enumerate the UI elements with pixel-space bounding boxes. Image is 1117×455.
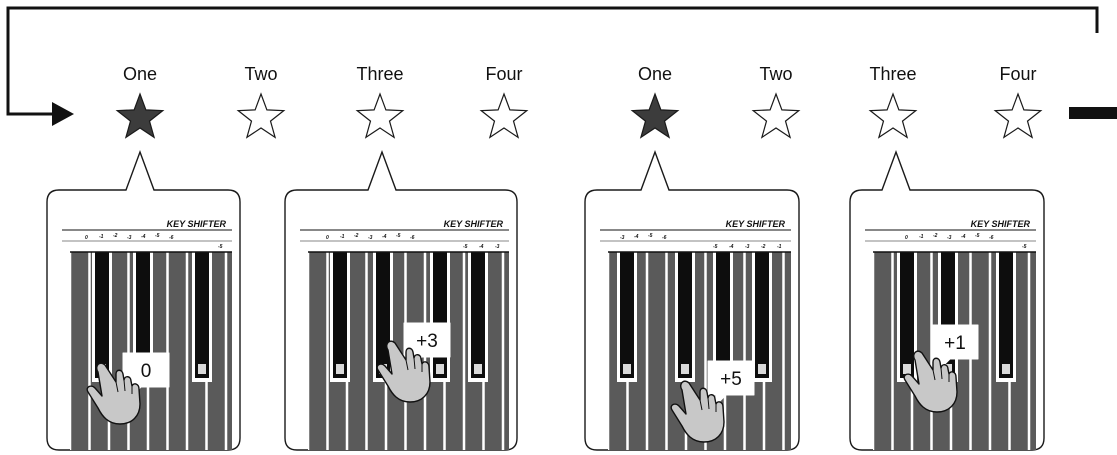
scale-tick-label: -4 <box>141 234 146 240</box>
keyboard <box>70 250 232 450</box>
black-key-highlight <box>436 364 444 374</box>
star-outline-icon <box>753 94 799 137</box>
transpose-value: +1 <box>944 333 966 354</box>
star-filled-icon <box>632 94 678 137</box>
black-key <box>333 252 347 378</box>
black-key-highlight <box>336 364 344 374</box>
beat-label: Four <box>999 64 1036 84</box>
transpose-value: +3 <box>416 331 438 352</box>
star-outline-icon <box>238 94 284 137</box>
black-key <box>900 252 914 378</box>
beat-label: Three <box>356 64 403 84</box>
beat-label: Two <box>244 64 277 84</box>
scale-tick-label: -2 <box>354 233 359 239</box>
keyboard-panel: KEY SHIFTER -3 -4 -5 -6 -5 -4 -3 -2 -1 +5 <box>585 152 799 450</box>
scale-tick-label: -5 <box>155 233 160 239</box>
star-outline-icon <box>357 94 403 137</box>
scale-tick-label: -3 <box>368 235 373 241</box>
star-filled-icon <box>117 94 163 137</box>
beat-label: One <box>638 64 672 84</box>
transpose-value: +5 <box>720 369 742 390</box>
transpose-value: 0 <box>141 361 152 382</box>
scale-tick-label: -6 <box>662 235 667 241</box>
beat-label: One <box>123 64 157 84</box>
black-key <box>999 252 1013 378</box>
scale-tick-label: -4 <box>634 234 639 240</box>
beat-label: Two <box>759 64 792 84</box>
black-key <box>755 252 769 378</box>
scale-tick-label: -4 <box>729 244 734 250</box>
scale-tick-label: -4 <box>382 234 387 240</box>
beat-label: Four <box>485 64 522 84</box>
black-key <box>95 252 109 378</box>
scale-tick-label: -3 <box>127 235 132 241</box>
scale-tick-label: -1 <box>919 234 924 240</box>
scale-tick-label: 0 <box>326 235 329 241</box>
black-key-highlight <box>623 364 631 374</box>
key-shifter-title: KEY SHIFTER <box>726 219 786 229</box>
scale-tick-label: -1 <box>340 234 345 240</box>
key-shifter-title: KEY SHIFTER <box>167 219 227 229</box>
black-key-highlight <box>758 364 766 374</box>
star-outline-icon <box>870 94 916 137</box>
scale-tick-label: -2 <box>933 233 938 239</box>
keyboard-panel: KEY SHIFTER 0 -1 -2 -3 -4 -5 -6 -5 0 <box>47 152 240 450</box>
keyboard-panels: KEY SHIFTER 0 -1 -2 -3 -4 -5 -6 -5 0 KEY SHIFTER 0 -… <box>47 152 1044 450</box>
scale-tick-label: -6 <box>169 235 174 241</box>
scale-tick-label: -6 <box>410 235 415 241</box>
beat-stars <box>117 94 1041 137</box>
scale-tick-label: -3 <box>620 235 625 241</box>
continue-arrow <box>1069 107 1117 119</box>
scale-tick-label: -3 <box>947 235 952 241</box>
scale-tick-label: -2 <box>761 244 766 250</box>
scale-tick-label: -5 <box>396 233 401 239</box>
scale-tick-label: -4 <box>479 244 484 250</box>
scale-tick-label: -3 <box>745 244 750 250</box>
black-key <box>376 252 390 378</box>
black-key-highlight <box>1002 364 1010 374</box>
scale-tick-label: -6 <box>989 235 994 241</box>
beat-label: Three <box>869 64 916 84</box>
scale-tick-label: -2 <box>113 233 118 239</box>
scale-tick-label: -1 <box>777 244 782 250</box>
scale-tick-label: -5 <box>218 244 223 250</box>
loop-arrow <box>8 8 1097 126</box>
black-key <box>716 252 730 378</box>
key-shifter-title: KEY SHIFTER <box>444 219 504 229</box>
scale-tick-label: 0 <box>85 235 88 241</box>
scale-tick-label: 0 <box>905 235 908 241</box>
key-shifter-title: KEY SHIFTER <box>971 219 1031 229</box>
black-key-highlight <box>474 364 482 374</box>
black-key <box>471 252 485 378</box>
black-key-highlight <box>198 364 206 374</box>
black-key-highlight <box>903 364 911 374</box>
keyboard-panel: KEY SHIFTER 0 -1 -2 -3 -4 -5 -6 -5 +1 <box>850 152 1044 450</box>
scale-tick-label: -5 <box>975 233 980 239</box>
scale-tick-label: -5 <box>463 244 468 250</box>
keyboard-panel: KEY SHIFTER 0 -1 -2 -3 -4 -5 -6 -5 -4 -3 +3 <box>285 152 517 450</box>
scale-tick-label: -5 <box>1022 244 1027 250</box>
black-key <box>678 252 692 378</box>
star-outline-icon <box>481 94 527 137</box>
scale-tick-label: -5 <box>648 233 653 239</box>
scale-tick-label: -3 <box>495 244 500 250</box>
star-outline-icon <box>995 94 1041 137</box>
beat-labels: One Two Three Four One Two Three Four <box>123 64 1037 84</box>
black-key <box>195 252 209 378</box>
black-key <box>620 252 634 378</box>
black-key <box>433 252 447 378</box>
scale-tick-label: -5 <box>713 244 718 250</box>
scale-tick-label: -4 <box>961 234 966 240</box>
scale-tick-label: -1 <box>99 234 104 240</box>
black-key-highlight <box>681 364 689 374</box>
